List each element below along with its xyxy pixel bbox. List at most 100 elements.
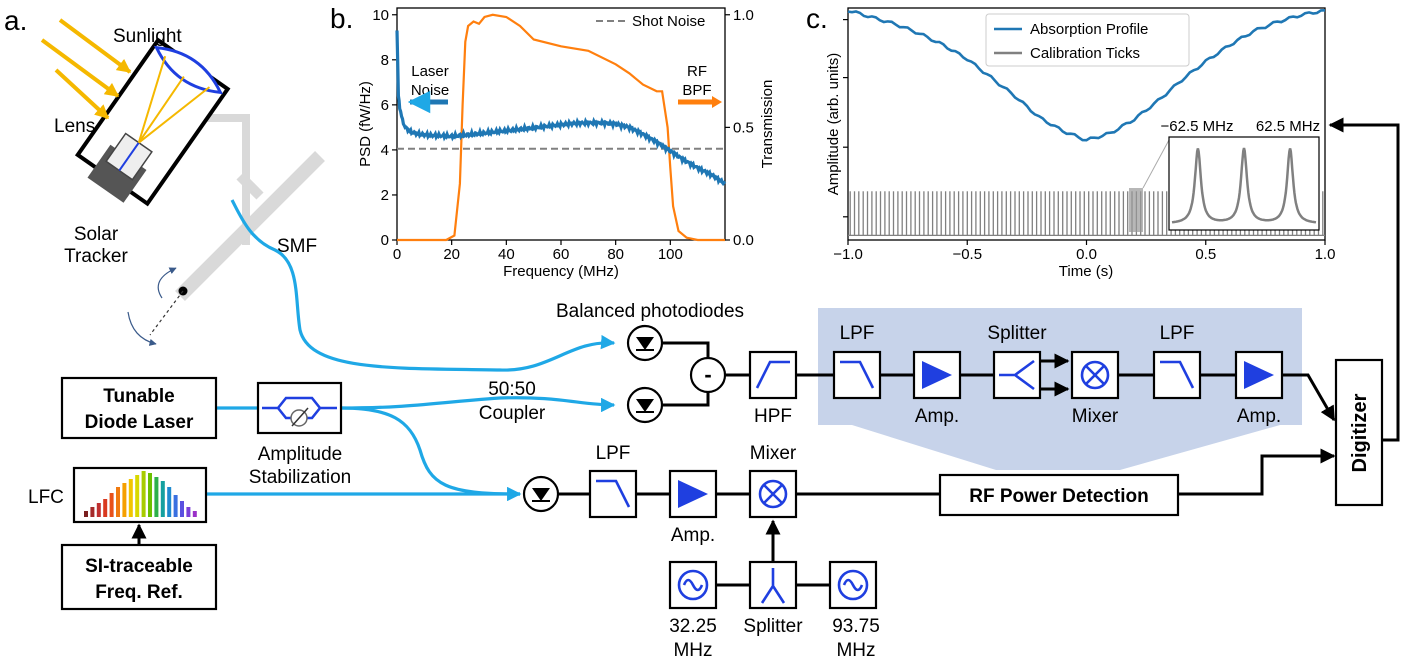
tunable-laser-label-2: Diode Laser xyxy=(85,412,194,433)
lpf-top-1-box xyxy=(832,350,882,400)
legend-shot-noise-label: Shot Noise xyxy=(632,13,705,30)
comb-line xyxy=(96,503,101,517)
lens-label: Lens xyxy=(54,116,95,137)
chart-b-xtick-label: 0 xyxy=(393,246,401,263)
transmission-series-line xyxy=(397,13,725,242)
comb-line xyxy=(160,481,165,517)
chart-c-xtick-label: 0.0 xyxy=(1076,246,1097,263)
chart-b-ytick-label: 10 xyxy=(372,7,389,24)
lowpass-icon xyxy=(840,360,875,389)
coupler-label-1: 50:50 xyxy=(488,379,536,400)
amplitude-stabilization-label-2: Stabilization xyxy=(249,467,351,488)
chart-b-ytick-label: 6 xyxy=(381,97,389,114)
inset-tick-right: 62.5 MHz xyxy=(1256,118,1320,135)
comb-line xyxy=(84,511,88,517)
tunable-laser-box xyxy=(60,376,218,440)
laser-noise-label-1: Laser xyxy=(411,63,449,80)
chart-b-ytick-label: 0 xyxy=(381,232,389,249)
comb-line xyxy=(122,483,127,517)
oscillator-1-unit: MHz xyxy=(673,640,712,661)
laser-noise-label-2: Noise xyxy=(411,82,449,99)
digitizer-box xyxy=(1334,358,1384,507)
comb-line xyxy=(173,495,178,517)
panel-label-a: a. xyxy=(4,5,27,36)
comb-line xyxy=(186,507,191,517)
mixer-icon xyxy=(1080,360,1110,390)
oscillator-1-freq: 32.25 xyxy=(669,616,717,637)
photodiode-lfc-icon xyxy=(522,475,560,513)
lpf-top-1-label: LPF xyxy=(840,323,875,344)
comb-line xyxy=(192,511,197,517)
lowpass-icon xyxy=(1160,360,1195,389)
lpf-top-2-label: LPF xyxy=(1160,323,1195,344)
solar-tracker-label-1: Solar xyxy=(74,224,119,245)
splitter-bottom-label: Splitter xyxy=(743,616,803,637)
oscillator-2-freq: 93.75 xyxy=(832,616,880,637)
lpf-bottom-label: LPF xyxy=(596,443,631,464)
mixer-icon xyxy=(758,479,788,509)
comb-line xyxy=(180,501,184,517)
modulator-icon xyxy=(262,396,337,427)
zoom-highlight xyxy=(1129,188,1143,232)
amp-bottom-label: Amp. xyxy=(671,525,715,546)
sine-source-icon xyxy=(677,569,709,601)
lowpass-icon xyxy=(596,479,631,508)
sine-source-icon xyxy=(837,569,869,601)
rf-power-detection-box xyxy=(938,473,1180,517)
chart-b-xtick-label: 20 xyxy=(443,246,460,263)
chart-b-ytick-label: 4 xyxy=(381,142,389,159)
comb-line xyxy=(128,479,133,517)
chart-b-ytick-label: 8 xyxy=(381,52,389,69)
si-reference-label-1: SI-traceable xyxy=(85,556,193,577)
amplifier-icon xyxy=(922,361,952,389)
comb-line xyxy=(109,493,114,517)
chart-c-xtick-label: 1.0 xyxy=(1315,246,1336,263)
balanced-photodiodes-label: Balanced photodiodes xyxy=(556,301,744,322)
chart-b-xtick-label: 80 xyxy=(607,246,624,263)
amp-top-2-label: Amp. xyxy=(1237,406,1281,427)
absorption-profile-line xyxy=(847,9,1326,142)
chart-c-legend xyxy=(985,13,1190,67)
smf-label: SMF xyxy=(277,236,317,257)
digitizer-label: Digitizer xyxy=(1349,393,1371,472)
si-reference-box xyxy=(60,543,218,611)
mixer-top-label: Mixer xyxy=(1072,406,1119,427)
chart-c-xtick-label: −1.0 xyxy=(833,246,863,263)
frequency-comb-icon xyxy=(84,471,197,517)
photodiode-bottom-icon xyxy=(626,386,664,424)
psd-series-line xyxy=(395,30,727,187)
chart-b-y2label: Transmission xyxy=(759,80,776,169)
tunable-laser-label-1: Tunable xyxy=(103,386,174,407)
chart-c-ylabel: Amplitude (arb. units) xyxy=(825,53,842,196)
comb-line xyxy=(116,487,120,517)
comb-line xyxy=(135,475,140,517)
subtractor-sign: - xyxy=(704,362,711,387)
legend-calibration-label: Calibration Ticks xyxy=(1030,45,1140,62)
inset-calibration-peaks xyxy=(1171,147,1317,224)
chart-b-ylabel: PSD (fW/Hz) xyxy=(357,81,374,167)
hpf-label: HPF xyxy=(754,406,792,427)
coupler-label-2: Coupler xyxy=(479,403,546,424)
highpass-icon xyxy=(755,360,790,389)
chart-b-y2tick-label: 0.0 xyxy=(733,232,754,249)
lpf-top-2-box xyxy=(1152,350,1202,400)
splitter-top-label: Splitter xyxy=(987,323,1047,344)
solar-tracker-illustration xyxy=(74,37,325,346)
amp-top-1-label: Amp. xyxy=(915,406,959,427)
si-reference-label-2: Freq. Ref. xyxy=(95,582,183,603)
lfc-label: LFC xyxy=(28,487,64,508)
chart-b-ytick-label: 2 xyxy=(381,187,389,204)
mixer-bottom-label: Mixer xyxy=(750,443,797,464)
comb-line xyxy=(90,507,95,517)
chart-c-xtick-label: −0.5 xyxy=(952,246,982,263)
splitter-icon xyxy=(760,568,786,604)
chart-c-xlabel: Time (s) xyxy=(1059,263,1113,280)
comb-line xyxy=(148,473,152,517)
splitter-icon xyxy=(999,359,1035,391)
oscillator-2-unit: MHz xyxy=(836,640,875,661)
photodiode-top-icon xyxy=(626,324,664,362)
chart-b-xlabel: Frequency (MHz) xyxy=(503,263,619,280)
chart-b-y2tick-label: 0.5 xyxy=(733,119,754,136)
